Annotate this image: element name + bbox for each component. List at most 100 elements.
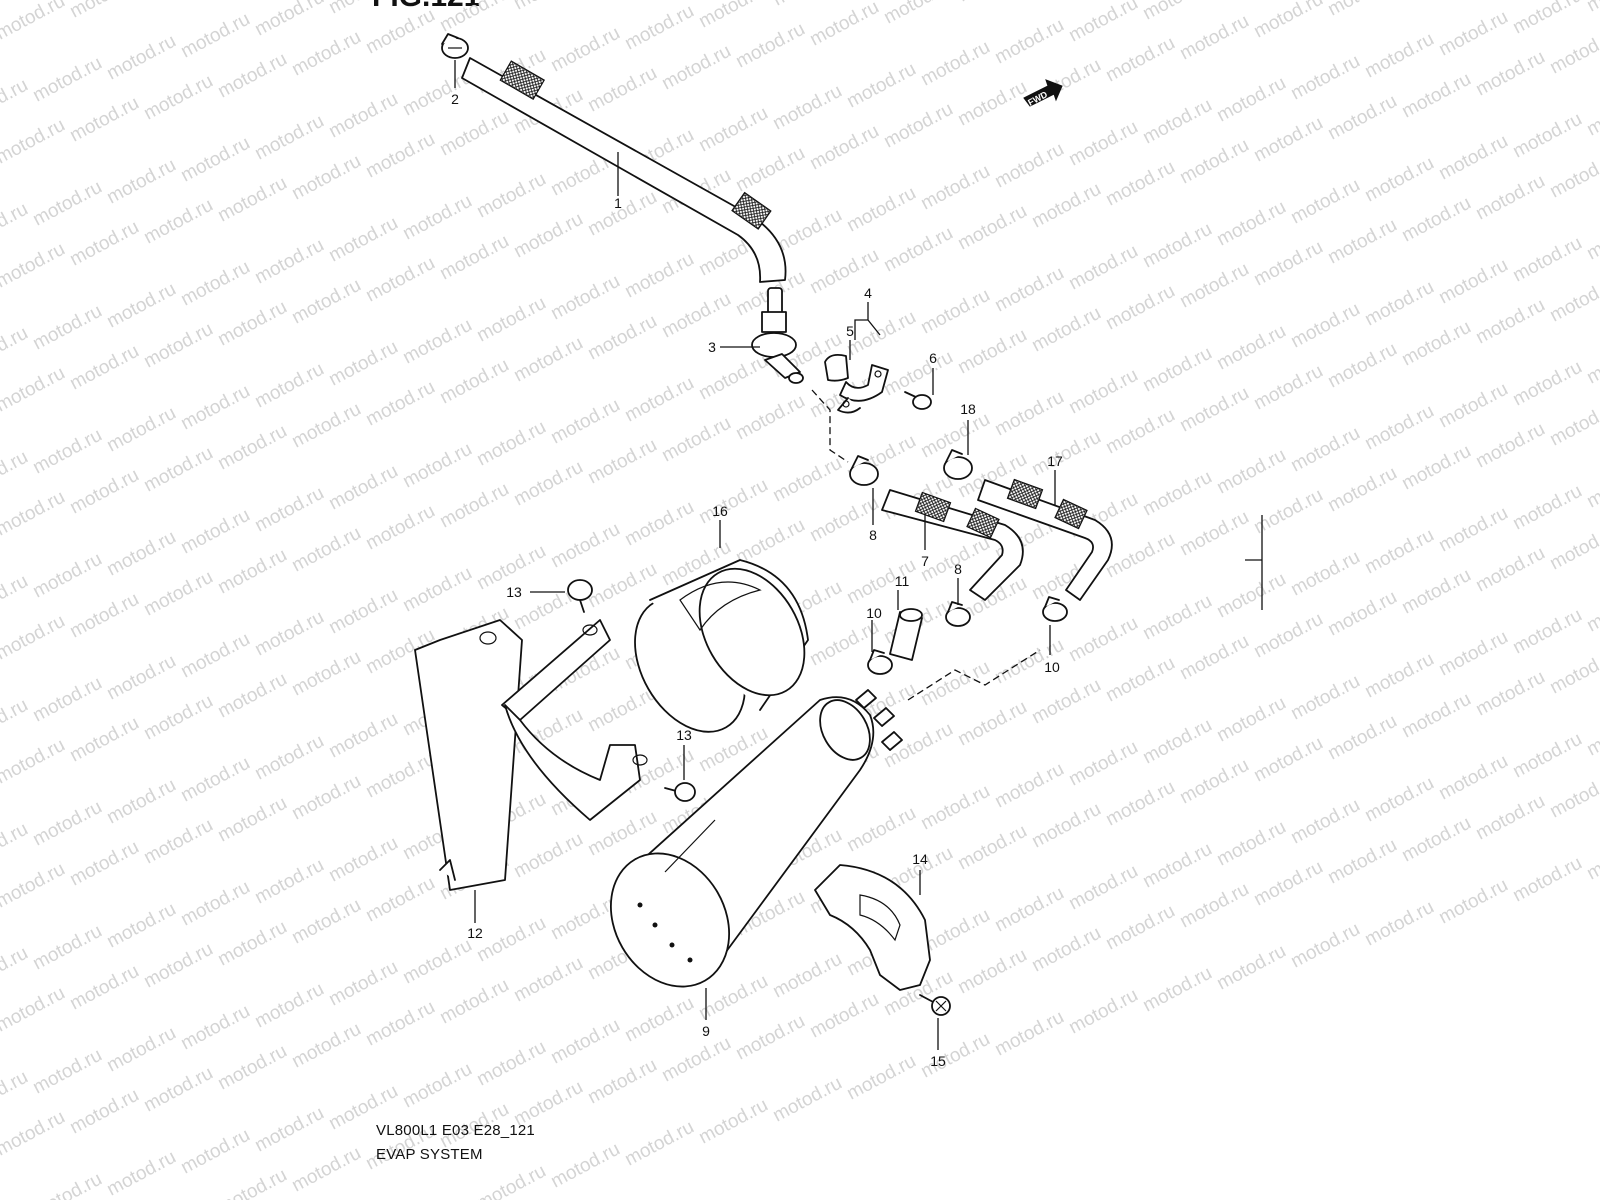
watermark-text: motod.ru (177, 505, 253, 559)
watermark-text: motod.ru (1435, 875, 1511, 929)
watermark-text: motod.ru (29, 1169, 105, 1200)
watermark-text: motod.ru (917, 657, 993, 711)
watermark-text: motod.ru (177, 9, 253, 63)
watermark-text: motod.ru (177, 257, 253, 311)
watermark-text: motod.ru (251, 483, 327, 537)
watermark-text: motod.ru (288, 399, 364, 453)
watermark-text: motod.ru (325, 957, 401, 1011)
watermark-text: motod.ru (1398, 441, 1474, 495)
hose-clamp-bracket-part-4[interactable] (824, 353, 889, 414)
watermark-text: motod.ru (140, 939, 216, 993)
watermark-text: motod.ru (0, 819, 32, 873)
watermark-text: motod.ru (621, 373, 697, 427)
watermark-text: motod.ru (1509, 233, 1585, 287)
watermark-text: motod.ru (510, 333, 586, 387)
screw-part-6[interactable] (904, 391, 932, 410)
watermark-text: motod.ru (1213, 73, 1289, 127)
watermark-text: motod.ru (1398, 193, 1474, 247)
watermark-text: motod.ru (1028, 799, 1104, 853)
watermark-text: motod.ru (140, 71, 216, 125)
watermark-text: motod.ru (1361, 897, 1437, 951)
watermark-text: motod.ru (547, 519, 623, 573)
watermark-text: motod.ru (621, 1117, 697, 1171)
watermark-text: motod.ru (880, 99, 956, 153)
screw-part-15[interactable] (919, 994, 951, 1016)
watermark-text: motod.ru (140, 815, 216, 869)
watermark-text: motod.ru (1176, 507, 1252, 561)
watermark-text: motod.ru (473, 417, 549, 471)
watermark-text: motod.ru (1324, 835, 1400, 889)
watermark-text: motod.ru (66, 589, 142, 643)
watermark-text: motod.ru (103, 403, 179, 457)
watermark-text: motod.ru (1176, 383, 1252, 437)
callout-5: 5 (846, 323, 854, 339)
callout-labels: 1 2 3 4 5 6 7 8 8 9 10 10 11 12 13 13 14… (451, 91, 1063, 1069)
callout-8b: 8 (954, 561, 962, 577)
purge-hose-part-1[interactable] (461, 57, 787, 283)
watermark-text: motod.ru (0, 1067, 32, 1121)
watermark-text: motod.ru (251, 855, 327, 909)
watermark-text: motod.ru (1583, 0, 1600, 16)
hose-clamp-part-10-left[interactable] (867, 649, 893, 675)
short-hose-part-11[interactable] (889, 608, 923, 661)
watermark-text: motod.ru (29, 797, 105, 851)
watermark-text: motod.ru (436, 0, 512, 36)
watermark-text: motod.ru (1435, 751, 1511, 805)
watermark-text: motod.ru (547, 271, 623, 325)
watermark-text: motod.ru (66, 713, 142, 767)
hose-clamp-part-18[interactable] (943, 449, 973, 480)
hose-joint-part-3[interactable] (751, 287, 804, 384)
watermark-text: motod.ru (1213, 817, 1289, 871)
canister-cushion-part-16[interactable] (612, 550, 825, 751)
watermark-text: motod.ru (214, 917, 290, 971)
watermark-text: motod.ru (288, 1019, 364, 1073)
bent-hose-part-7[interactable] (881, 489, 1024, 601)
watermark-text: motod.ru (991, 263, 1067, 317)
watermark-text: motod.ru (288, 275, 364, 329)
canister-bracket-part-12[interactable] (414, 619, 648, 891)
watermark-text: motod.ru (954, 821, 1030, 875)
hose-clamp-part-10-right[interactable] (1042, 596, 1068, 622)
hose-clamp-part-2[interactable] (441, 33, 469, 59)
watermark-text: motod.ru (214, 297, 290, 351)
watermark-text: motod.ru (1065, 0, 1141, 46)
bolt-part-13-lower[interactable] (664, 782, 696, 802)
watermark-text: motod.ru (1509, 109, 1585, 163)
watermark-text: motod.ru (1139, 715, 1215, 769)
watermark-text: motod.ru (29, 425, 105, 479)
figure-title: FIG.121 (372, 0, 480, 14)
cushion-band-part-14[interactable] (814, 864, 931, 991)
watermark-text: motod.ru (1472, 295, 1548, 349)
evap-canister-part-9[interactable] (587, 689, 903, 1008)
watermark-text: motod.ru (1102, 653, 1178, 707)
watermark-text: motod.ru (0, 199, 32, 253)
watermark-text: motod.ru (1139, 839, 1215, 893)
watermark-text: motod.ru (1176, 879, 1252, 933)
watermark-text: motod.ru (1139, 95, 1215, 149)
watermark-text: motod.ru (103, 1147, 179, 1200)
callout-16: 16 (712, 503, 728, 519)
hose-clamp-part-8-upper[interactable] (849, 455, 879, 486)
watermark-text: motod.ru (806, 989, 882, 1043)
watermark-text: motod.ru (399, 1059, 475, 1113)
watermark-text: motod.ru (1250, 361, 1326, 415)
watermark-text: motod.ru (29, 1045, 105, 1099)
watermark-text: motod.ru (510, 0, 586, 14)
watermark-text: motod.ru (325, 833, 401, 887)
watermark-text: motod.ru (288, 27, 364, 81)
watermark-text: motod.ru (769, 453, 845, 507)
callout-18: 18 (960, 401, 976, 417)
bolt-part-13-upper[interactable] (567, 579, 593, 613)
watermark-text: motod.ru (1546, 25, 1600, 79)
watermark-text: motod.ru (1028, 923, 1104, 977)
watermark-text: motod.ru (1398, 565, 1474, 619)
watermark-text: motod.ru (0, 447, 32, 501)
watermark-text: motod.ru (695, 0, 771, 32)
callout-8a: 8 (869, 527, 877, 543)
bent-hose-part-17[interactable] (977, 478, 1113, 601)
watermark-text: motod.ru (1102, 33, 1178, 87)
watermark-text: motod.ru (1250, 733, 1326, 787)
watermark-text: motod.ru (843, 59, 919, 113)
watermark-text: motod.ru (251, 235, 327, 289)
watermark-text: motod.ru (1028, 675, 1104, 729)
